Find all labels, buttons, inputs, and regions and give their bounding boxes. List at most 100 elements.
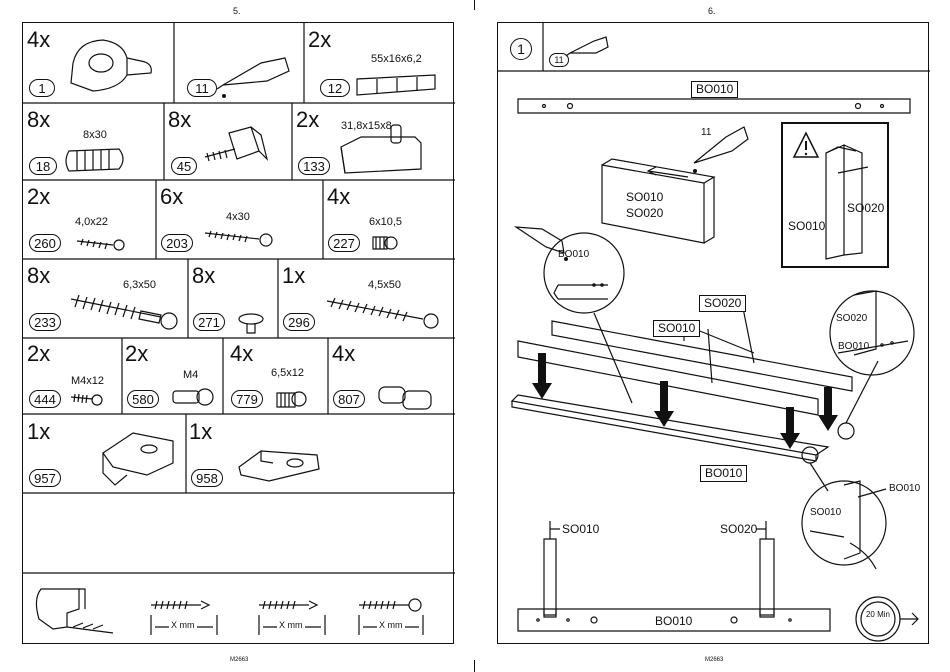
part-id-133: 133 xyxy=(298,157,330,175)
label-bottom-bo010: BO010 xyxy=(653,614,695,628)
assembly-time-icon xyxy=(855,596,919,642)
label-bo010-top: BO010 xyxy=(691,81,739,98)
dim-part-296: 4,5x50 xyxy=(368,279,402,291)
screw-203-icon xyxy=(204,230,273,247)
corner-detail-circle-bottom xyxy=(801,480,887,570)
screw-260-icon xyxy=(76,238,125,251)
cover-cap-part-icon xyxy=(238,313,264,334)
qty-part-807: 4x xyxy=(332,341,356,366)
assembly-step-panel: 1 11 BO010 11 SO010 SO020 SO020 SO010 xyxy=(497,22,930,644)
screw-length-label-2: X mm xyxy=(277,620,305,630)
part-id-45: 45 xyxy=(171,157,197,175)
qty-part-233: 8x xyxy=(27,263,51,288)
step-glue-tube-icon xyxy=(565,36,609,57)
assembly-time-label: 20 Min xyxy=(865,610,890,619)
label-glue-11: 11 xyxy=(701,127,712,138)
part-id-233: 233 xyxy=(29,313,61,331)
qty-part-957: 1x xyxy=(27,419,51,444)
qty-part-1: 4x xyxy=(27,27,51,52)
dowel-part-icon xyxy=(65,148,124,172)
parts-list-panel: 4x 1 11 2x 55x16x6,2 12 8x 8x30 18 8x 45… xyxy=(22,22,455,644)
wedge-part-icon xyxy=(356,74,436,96)
part-id-580: 580 xyxy=(127,390,159,408)
front-view-drawing xyxy=(517,521,831,632)
dim-part-18: 8x30 xyxy=(83,129,107,141)
qty-part-12: 2x xyxy=(308,27,332,52)
part-id-12: 12 xyxy=(320,79,350,97)
warning-boards-drawing xyxy=(825,144,869,260)
fold-mark-bottom xyxy=(474,660,475,672)
label-so020-box: SO020 xyxy=(699,295,747,312)
screw-length-legend xyxy=(35,588,424,635)
angle-bracket-part-icon xyxy=(204,126,269,162)
corner-detail-circle-top xyxy=(829,290,915,376)
right-page-code: M2663 xyxy=(705,657,724,663)
screw-779-icon xyxy=(276,391,307,408)
clip-957-icon xyxy=(102,432,174,486)
dim-part-260: 4,0x22 xyxy=(75,216,109,228)
part-id-957: 957 xyxy=(29,469,61,487)
screw-length-label-1: X mm xyxy=(169,620,197,630)
qty-part-271: 8x xyxy=(192,263,216,288)
dim-part-203: 4x30 xyxy=(226,211,250,223)
dim-part-580: M4 xyxy=(183,369,199,381)
dim-part-12: 55x16x6,2 xyxy=(371,53,422,65)
warning-icon xyxy=(792,131,820,158)
label-so020-mid: SO020 xyxy=(626,206,664,220)
part-id-444: 444 xyxy=(29,390,61,408)
screw-296-icon xyxy=(326,297,439,329)
qty-part-203: 6x xyxy=(160,184,184,209)
qty-part-779: 4x xyxy=(230,341,254,366)
step-number: 1 xyxy=(510,38,532,60)
part-id-779: 779 xyxy=(231,390,263,408)
dim-part-227: 6x10,5 xyxy=(369,216,403,228)
label-warn-so010: SO010 xyxy=(788,219,826,233)
qty-part-580: 2x xyxy=(125,341,149,366)
cam-bracket-part-icon xyxy=(70,39,152,92)
dim-part-133: 31,8x15x8 xyxy=(341,120,392,132)
part-id-807: 807 xyxy=(333,390,365,408)
qty-part-45: 8x xyxy=(168,107,192,132)
label-bo010-circle: BO010 xyxy=(558,249,590,260)
qty-part-227: 4x xyxy=(327,184,351,209)
label-detail-so020: SO020 xyxy=(836,313,868,324)
screw-227-icon xyxy=(372,236,398,250)
screw-233-icon xyxy=(70,294,178,330)
dim-part-233: 6,3x50 xyxy=(123,279,157,291)
label-bo010-box: BO010 xyxy=(700,465,748,482)
fold-mark-top xyxy=(474,0,475,10)
part-id-296: 296 xyxy=(283,313,315,331)
label-detail-bo010: BO010 xyxy=(838,341,870,352)
bolt-580-icon xyxy=(172,388,214,406)
part-id-227: 227 xyxy=(328,234,360,252)
clip-958-icon xyxy=(238,450,320,482)
glue-tube-part-icon xyxy=(216,57,290,98)
qty-part-260: 2x xyxy=(27,184,51,209)
qty-part-133: 2x xyxy=(296,107,320,132)
shelf-support-part-icon xyxy=(340,124,422,174)
qty-part-444: 2x xyxy=(27,341,51,366)
qty-part-18: 8x xyxy=(27,107,51,132)
step-glue-id: 11 xyxy=(549,53,569,67)
part-id-1: 1 xyxy=(29,79,55,97)
screw-444-icon xyxy=(70,393,103,406)
label-detail2-bo010: BO010 xyxy=(889,483,921,494)
dim-part-779: 6,5x12 xyxy=(271,367,305,379)
part-id-260: 260 xyxy=(29,234,61,252)
part-id-11: 11 xyxy=(187,79,217,97)
part-id-958: 958 xyxy=(191,469,223,487)
step-header-lines xyxy=(498,23,930,72)
glue-application-drawing xyxy=(601,126,749,244)
label-so010-mid: SO010 xyxy=(626,190,664,204)
label-bottom-so010: SO010 xyxy=(562,522,600,536)
right-page-number: 6. xyxy=(708,6,716,16)
warning-box xyxy=(781,122,889,268)
label-so010-box: SO010 xyxy=(653,320,701,337)
left-page-number: 5. xyxy=(233,6,241,16)
qty-part-296: 1x xyxy=(282,263,306,288)
label-warn-so020: SO020 xyxy=(847,201,885,215)
qty-part-958: 1x xyxy=(189,419,213,444)
part-id-203: 203 xyxy=(161,234,193,252)
parts-grid-lines xyxy=(23,23,455,574)
screw-length-label-3: X mm xyxy=(377,620,405,630)
